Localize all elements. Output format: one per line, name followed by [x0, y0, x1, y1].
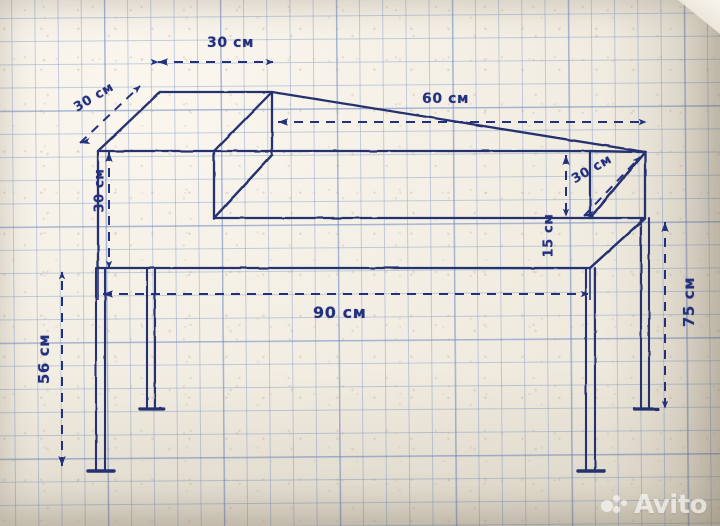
arrow-right-leg-top: [661, 222, 669, 232]
leg-front-left: [86, 266, 116, 473]
leg-front-right: [576, 266, 606, 473]
right-end-top-diagonal: [588, 149, 647, 154]
legs: [86, 216, 660, 473]
dim-right-depth: [583, 156, 641, 217]
dimension-label-right-leg-height: 75 см: [680, 276, 699, 328]
dimension-ticks: [97, 268, 591, 300]
leg-rear-right: [632, 216, 660, 411]
dim-top-depth: [79, 85, 141, 144]
avito-watermark: Avito: [601, 492, 707, 518]
dimension-label-apron-height: 15 см: [541, 213, 557, 258]
right-apron-diagonal: [588, 216, 647, 270]
arrow-left-leg-bottom: [58, 456, 66, 466]
dimension-label-table-width: 90 см: [313, 303, 367, 322]
leg-rear-left: [138, 266, 166, 411]
arrow-top-depth-left: [80, 137, 91, 144]
dimension-label-left-leg-height: 56 см: [35, 333, 54, 385]
desk-outline: [96, 90, 647, 270]
arrow-table-w-left: [103, 290, 113, 298]
arrow-main-length-left: [278, 118, 288, 126]
dimension-label-upper-height: 30 см: [92, 168, 108, 213]
arrow-right-depth-left: [584, 210, 595, 217]
dimension-label-top-width: 30 см: [207, 35, 255, 51]
dimension-lines: [58, 58, 669, 466]
arrow-upper-h-top: [105, 152, 113, 162]
dimension-arrowheads-start: [58, 58, 669, 466]
avito-wordmark: Avito: [634, 490, 707, 520]
avito-dots-icon: [601, 494, 628, 516]
notch-corner-diagonal: [212, 153, 274, 220]
arrow-apron-top: [562, 155, 570, 165]
upper-box-right-diagonal: [212, 90, 274, 153]
dimension-label-main-length: 60 см: [422, 91, 470, 107]
arrow-top-width-left: [158, 58, 168, 66]
upper-box-left-diagonal: [96, 90, 162, 153]
